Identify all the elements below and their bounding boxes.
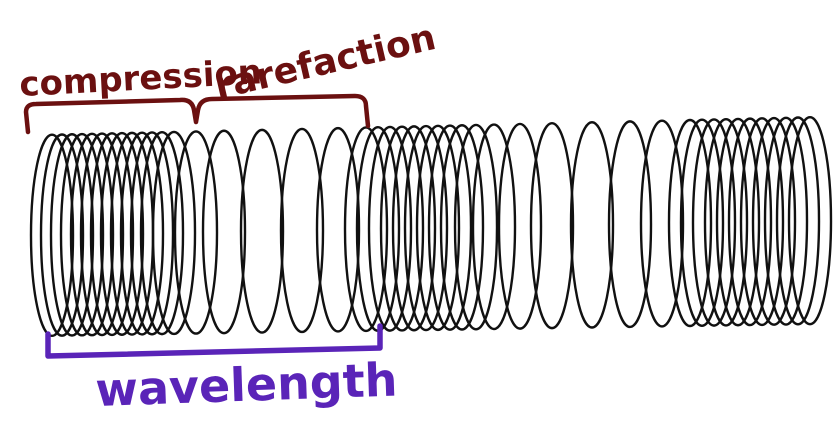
wavelength-label: wavelength [94, 352, 398, 417]
coil-loop [427, 124, 473, 331]
coil-loop [29, 133, 75, 338]
coil-loop [49, 133, 95, 337]
coil-loop [439, 124, 485, 331]
coil-loop [679, 118, 725, 328]
coil-loop [379, 125, 425, 332]
coil-loop [119, 131, 165, 336]
coil-loop [529, 121, 575, 330]
coil-loop [569, 121, 615, 329]
coil-loop [201, 129, 247, 335]
coil-loop [703, 117, 749, 327]
coil-loop [39, 133, 85, 337]
coil-loop [453, 123, 499, 331]
coil-loop [639, 119, 685, 328]
coil-loop [403, 124, 449, 332]
wavelength-bracket [45, 323, 383, 359]
coil-loop [239, 128, 285, 334]
coil-loop [315, 126, 361, 333]
coil-loop [391, 125, 437, 332]
rarefaction-label: rarefaction [211, 17, 440, 108]
coil-loop [69, 132, 115, 337]
coil-loop [59, 132, 105, 337]
coil-loop [79, 132, 125, 337]
coil-loop [151, 130, 197, 336]
coil-loop [787, 116, 833, 326]
coil-loop [607, 120, 653, 329]
coil-loop [99, 131, 145, 336]
coil-loop [691, 118, 737, 327]
coil-loop [129, 131, 175, 336]
coil-loop [751, 116, 797, 326]
coil-loop [279, 127, 325, 334]
coil-loop [415, 124, 461, 332]
coil-loop [739, 117, 785, 327]
coil-loop [667, 118, 713, 328]
top-bracket [23, 93, 371, 135]
coil-loop [343, 126, 389, 333]
coil-loop [139, 130, 185, 336]
coil-loop [173, 130, 219, 335]
slinky-coil [29, 116, 833, 338]
coil-loop [715, 117, 761, 327]
coil-loop [471, 123, 517, 331]
coil-loop [763, 116, 809, 326]
coil-loop [727, 117, 773, 327]
coil-loop [497, 122, 543, 330]
coil-loop [775, 116, 821, 326]
coil-loop [367, 125, 413, 332]
coil-loop [89, 132, 135, 337]
